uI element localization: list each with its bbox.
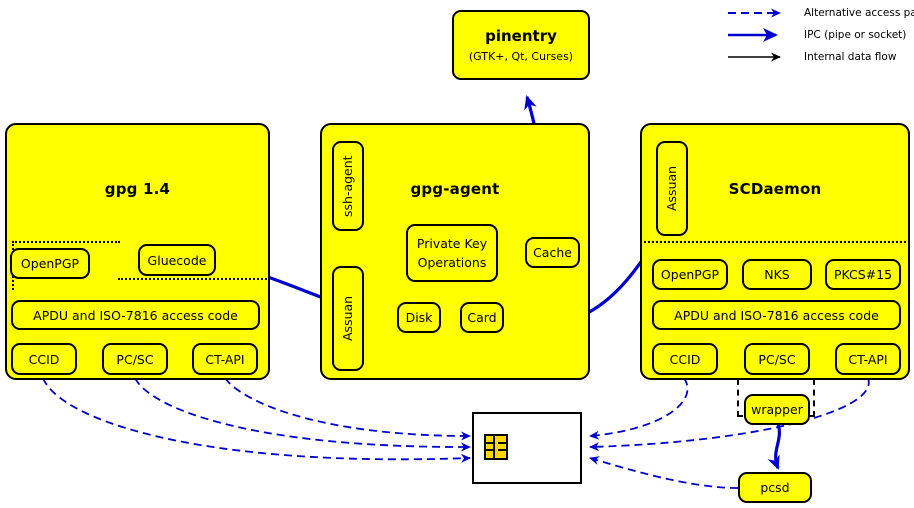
gpg-gluecode-dotted-region [118,241,270,280]
gpg-agent-private-key-box[interactable]: Private Key Operations [406,224,498,282]
scdaemon-pcsc-label: PC/SC [758,351,796,367]
scdaemon-assuan-label: Assuan [663,165,679,212]
chip-contact-line [486,449,494,451]
scdaemon-nks-label: NKS [764,267,790,282]
smartcard[interactable] [472,412,582,484]
pinentry-subtitle: (GTK+, Qt, Curses) [468,50,574,64]
gpg-title: gpg 1.4 [104,180,171,198]
scdaemon-openpgp-label: OpenPGP [660,267,720,282]
chip-contact-line [493,436,495,458]
alt-gpg-ctapi-to-card [224,377,471,441]
pinentry-title: pinentry [485,26,557,45]
legend: Alternative access paths IPC (pipe or so… [722,2,914,68]
gpg-agent-ssh-agent-box[interactable]: ssh-agent [332,141,364,231]
gpg-agent-private-key-line2: Operations [417,255,487,270]
alt-pcsd-to-card [589,456,739,489]
gpg-ctapi-box[interactable]: CT-API [192,343,258,375]
scdaemon-dotted-divider [640,241,910,243]
gpg-agent-title: gpg-agent [410,180,500,198]
smartcard-chip-icon [484,434,508,460]
scdaemon-ccid-box[interactable]: CCID [652,343,718,375]
gpg-ccid-box[interactable]: CCID [11,343,77,375]
gpg-agent-disk-label: Disk [405,310,433,325]
gpg-agent-cache-label: Cache [533,245,572,260]
scdaemon-ctapi-box[interactable]: CT-API [835,343,901,375]
legend-label-alternative-access-paths: Alternative access paths [804,7,914,19]
scdaemon-pkcs15-box[interactable]: PKCS#15 [825,259,901,290]
chip-contact-line [486,442,494,444]
legend-item-internal-data-flow: Internal data flow [722,46,912,68]
pcsd-label: pcsd [760,480,790,495]
scdaemon-pkcs15-label: PKCS#15 [833,267,893,282]
gpg-pcsc-box[interactable]: PC/SC [102,343,168,375]
legend-label-ipc: IPC (pipe or socket) [804,29,907,41]
scdaemon-nks-box[interactable]: NKS [742,259,812,290]
gpg-openpgp-box[interactable]: OpenPGP [10,248,90,279]
gpg-agent-cache-box[interactable]: Cache [525,237,580,268]
legend-item-ipc: IPC (pipe or socket) [722,24,912,46]
alt-gpg-ccid-to-card [42,377,471,463]
gpg-agent-assuan-label: Assuan [339,295,355,342]
chip-contact-line [498,449,506,451]
legend-item-alternative-access-paths: Alternative access paths [722,2,914,24]
gpg-agent-card-box[interactable]: Card [460,302,504,333]
scdaemon-openpgp-box[interactable]: OpenPGP [652,259,728,290]
gpg-agent-assuan-box[interactable]: Assuan [332,266,364,371]
scdaemon-pcsc-box[interactable]: PC/SC [744,343,810,375]
ipc-wrapper-to-pcsd [767,417,782,470]
thin-arrow-icon [728,52,781,62]
gpg-agent-ssh-agent-label: ssh-agent [339,155,355,217]
scdaemon-ctapi-label: CT-API [848,351,888,367]
gpg-pcsc-label: PC/SC [116,351,154,367]
gpg-agent-disk-box[interactable]: Disk [397,302,441,333]
gpg-openpgp-label: OpenPGP [20,256,80,271]
scdaemon-apdu-box[interactable]: APDU and ISO-7816 access code [652,300,901,330]
gpg-gluecode-label: Gluecode [147,252,207,268]
gpg-ctapi-label: CT-API [205,351,245,367]
gpg-gluecode-box[interactable]: Gluecode [138,244,216,276]
legend-label-internal-data-flow: Internal data flow [804,51,897,63]
scdaemon-apdu-label: APDU and ISO-7816 access code [674,307,879,323]
scdaemon-wrapper-label: wrapper [751,402,803,417]
dashed-arrow-icon [728,8,781,18]
alt-gpg-pcsc-to-card [134,377,471,452]
scdaemon-assuan-box[interactable]: Assuan [656,141,688,236]
alt-scdaemon-ccid-to-card [589,377,689,440]
gpg-agent-card-label: Card [467,310,497,325]
scdaemon-ccid-label: CCID [669,351,701,367]
pinentry-box[interactable]: pinentry (GTK+, Qt, Curses) [452,10,590,80]
thick-arrow-icon [728,28,778,42]
gpg-ccid-label: CCID [28,351,60,367]
pcsd-box[interactable]: pcsd [738,472,812,503]
gpg-apdu-box[interactable]: APDU and ISO-7816 access code [11,300,260,330]
gpg-agent-private-key-line1: Private Key [416,235,488,251]
gpg-apdu-label: APDU and ISO-7816 access code [33,307,238,323]
chip-contact-line [498,442,506,444]
scdaemon-wrapper-box[interactable]: wrapper [744,394,810,425]
alt-scdaemon-ctapi-to-card [589,377,870,452]
scdaemon-title: SCDaemon [728,180,822,198]
